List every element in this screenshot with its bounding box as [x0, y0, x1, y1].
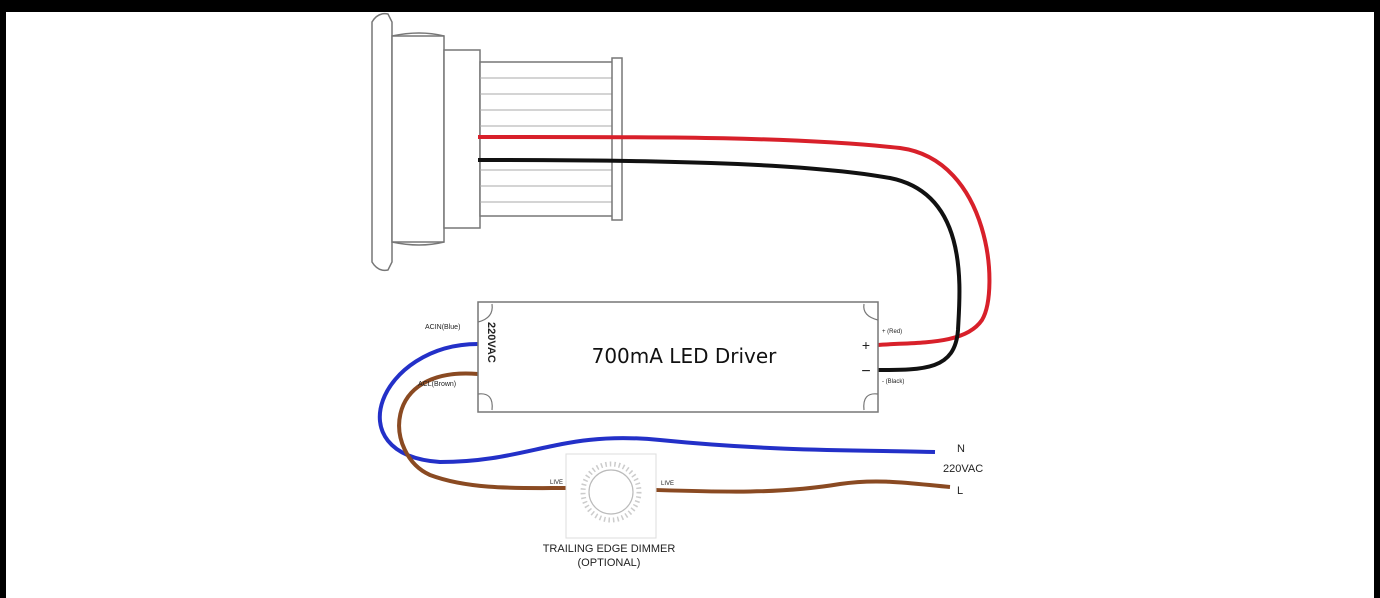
- driver-label: 700mA LED Driver: [592, 344, 778, 368]
- led-driver: 700mA LED Driver 220VAC + −: [477, 301, 879, 413]
- led-downlight-fixture: [371, 12, 623, 272]
- dimmer-plate: [565, 453, 657, 539]
- driver-housing: [477, 301, 879, 413]
- red-wire: [477, 134, 992, 347]
- dimmer-caption-line2: (OPTIONAL): [578, 557, 641, 569]
- negative-wire-label: - (Black): [882, 379, 904, 385]
- minus-symbol: −: [861, 363, 870, 380]
- dimmer-caption-line1: TRAILING EDGE DIMMER: [543, 543, 676, 555]
- brown-wire-from-dimmer: [655, 479, 951, 494]
- mains-neutral-label: N: [957, 443, 965, 455]
- fixture-body: [443, 49, 481, 229]
- driver-input-rating: 220VAC: [485, 322, 497, 363]
- fixture-bezel: [371, 12, 393, 272]
- brown-wire-to-dimmer: [397, 371, 567, 491]
- fixture-collar: [391, 35, 445, 243]
- mounting-tab-icon: [863, 393, 879, 411]
- dimmer-knob-icon: [588, 469, 634, 515]
- mains-live-label: L: [957, 485, 963, 497]
- dimmer-dial-ring: [580, 461, 642, 523]
- ac-live-label: ACL(Brown): [418, 381, 456, 388]
- ac-neutral-label: ACIN(Blue): [425, 324, 460, 331]
- dimmer-out-label: LIVE: [661, 481, 674, 487]
- black-wire: [477, 158, 962, 372]
- mains-voltage-label: 220VAC: [943, 463, 983, 475]
- plus-symbol: +: [862, 337, 870, 353]
- mounting-tab-icon: [477, 303, 493, 323]
- positive-wire-label: + (Red): [882, 329, 902, 335]
- dimmer-in-label: LIVE: [550, 480, 563, 486]
- blue-wire: [377, 342, 936, 465]
- fixture-collar-detail: [391, 32, 445, 246]
- mounting-tab-icon: [477, 393, 493, 411]
- mounting-tab-icon: [863, 303, 879, 321]
- trailing-edge-dimmer: LIVE LIVE TRAILING EDGE DIMMER (OPTIONAL…: [543, 453, 676, 569]
